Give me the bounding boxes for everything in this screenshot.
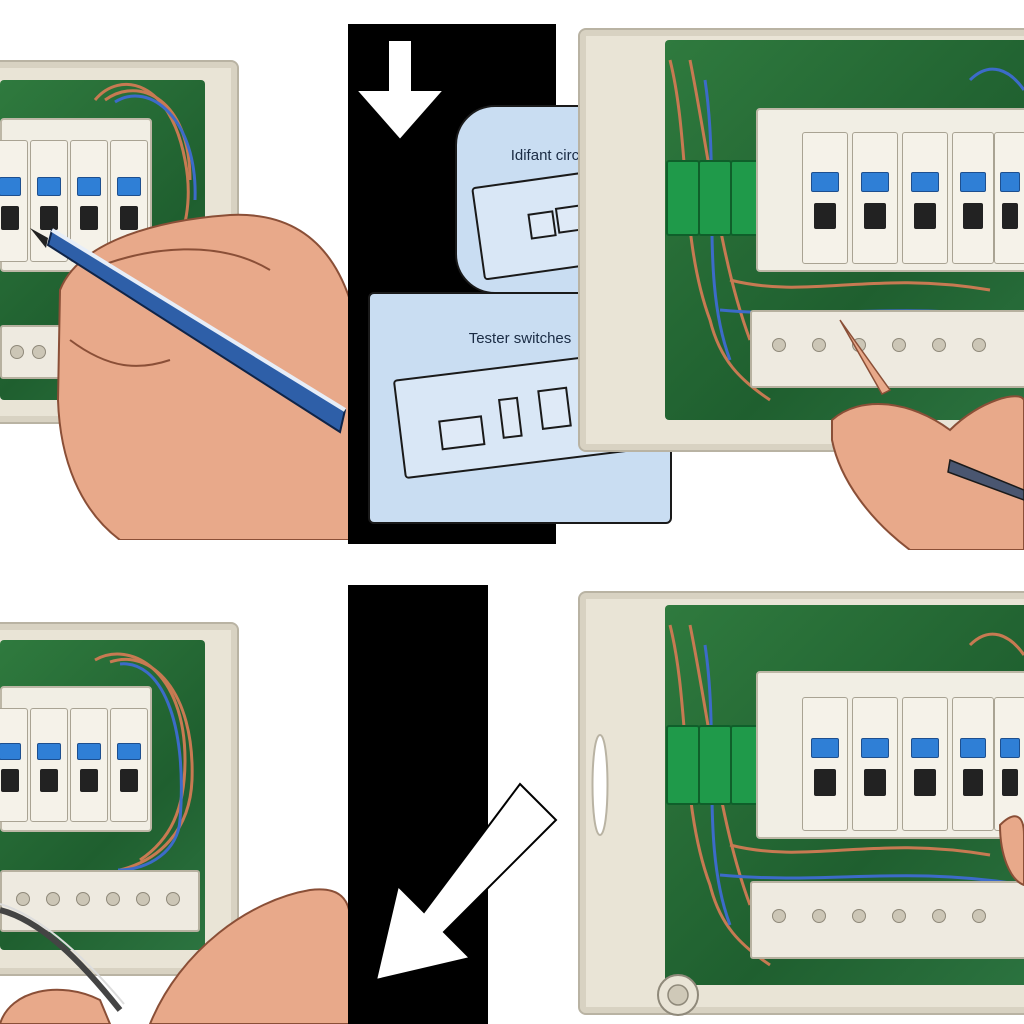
circuit-breaker[interactable] — [802, 697, 848, 831]
panel-bottom-right — [570, 585, 1024, 1024]
circuit-breaker[interactable] — [802, 132, 848, 264]
circuit-breaker[interactable] — [30, 708, 68, 822]
circuit-breaker[interactable] — [0, 140, 28, 262]
note-title-top: Idifant circuls — [510, 147, 599, 164]
circuit-breaker[interactable] — [902, 132, 948, 264]
circuit-breaker[interactable] — [70, 140, 108, 262]
circuit-breaker[interactable] — [852, 697, 898, 831]
panel-bottom-left — [0, 600, 350, 1024]
terminal-block — [750, 881, 1024, 959]
hand-with-pen — [30, 213, 350, 540]
hand-with-screwdriver — [0, 888, 350, 1024]
finger — [998, 815, 1024, 887]
circuit-breaker[interactable] — [902, 697, 948, 831]
panel-top-left — [0, 40, 350, 540]
box-side-slot — [591, 733, 609, 837]
note-title-bottom: Tester switches — [468, 330, 572, 347]
circuit-breaker[interactable] — [70, 708, 108, 822]
circuit-breaker[interactable] — [952, 132, 994, 264]
circuit-breaker[interactable] — [994, 132, 1024, 264]
cable-grommet — [657, 974, 699, 1016]
circuit-breaker[interactable] — [852, 132, 898, 264]
wire-bundle — [94, 652, 194, 872]
circuit-breaker[interactable] — [994, 697, 1024, 831]
circuit-breaker[interactable] — [952, 697, 994, 831]
panel-top-right — [570, 20, 1024, 550]
circuit-breaker[interactable] — [110, 708, 148, 822]
green-terminal — [666, 725, 700, 805]
circuit-breaker[interactable] — [0, 708, 28, 822]
hand-with-probe — [831, 319, 1024, 550]
green-terminal — [698, 725, 732, 805]
